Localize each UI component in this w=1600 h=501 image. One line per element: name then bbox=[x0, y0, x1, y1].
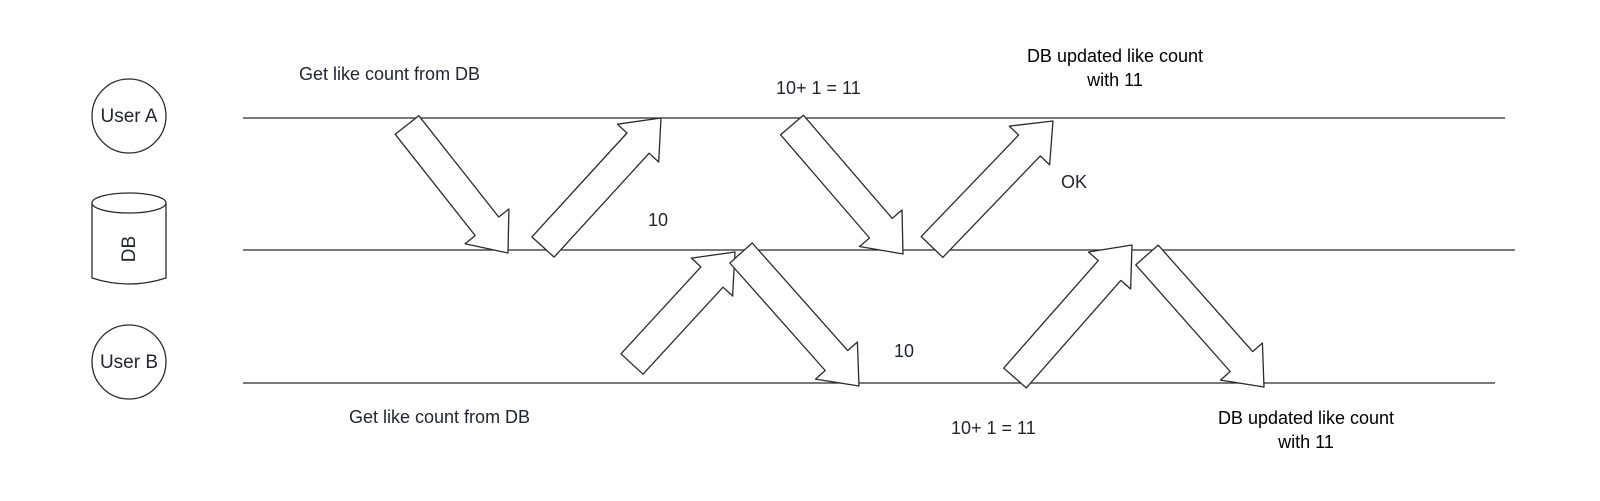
db-label: DB bbox=[119, 236, 140, 262]
user-a-circle bbox=[91, 78, 167, 154]
user-a-db-updated-note-line2: with 11 bbox=[1086, 70, 1143, 90]
db-ok-arrow-b bbox=[1135, 244, 1265, 388]
db-cylinder-top bbox=[91, 192, 167, 214]
db-actor: DB bbox=[91, 192, 167, 285]
user-b-circle bbox=[91, 324, 167, 400]
user-b-update-arrow bbox=[1003, 244, 1133, 389]
db-cylinder-body bbox=[91, 203, 167, 285]
db-response-arrow-b bbox=[729, 242, 860, 387]
user-a-increment-note: 10+ 1 = 11 bbox=[776, 78, 861, 98]
user-a-actor: User A bbox=[91, 78, 167, 154]
db-response-arrow-a bbox=[531, 117, 662, 258]
user-b-label: User B bbox=[100, 352, 158, 373]
user-b-actor: User B bbox=[91, 324, 167, 400]
user-b-request-arrow bbox=[620, 251, 736, 375]
user-a-label: User A bbox=[100, 106, 157, 127]
user-a-get-like-count-note: Get like count from DB bbox=[299, 64, 480, 84]
user-a-request-arrow bbox=[394, 115, 510, 254]
user-b-db-updated-note-line1: DB updated like count bbox=[1218, 408, 1394, 428]
db-return-value-to-user-a: 10 bbox=[648, 210, 668, 230]
message-arrows bbox=[394, 114, 1265, 389]
db-return-value-to-user-b: 10 bbox=[894, 341, 914, 361]
user-a-update-arrow bbox=[779, 114, 904, 255]
db-ok-to-user-a: OK bbox=[1061, 172, 1087, 192]
user-b-increment-note: 10+ 1 = 11 bbox=[951, 418, 1036, 438]
user-b-db-updated-note-line2: with 11 bbox=[1277, 432, 1334, 452]
db-ok-arrow-a bbox=[920, 120, 1054, 259]
user-a-db-updated-note-line1: DB updated like count bbox=[1027, 46, 1203, 66]
user-b-get-like-count-note: Get like count from DB bbox=[349, 407, 530, 427]
